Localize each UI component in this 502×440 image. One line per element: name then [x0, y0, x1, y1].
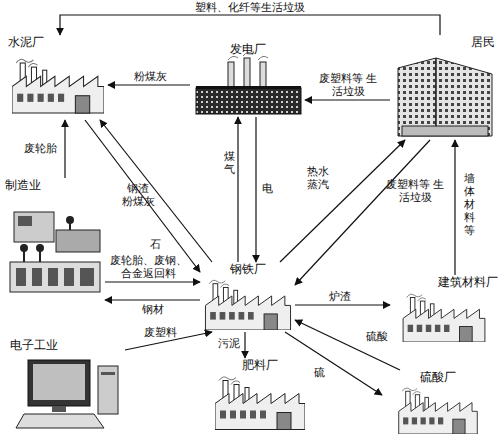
flow-label: 墙体材料等 [462, 172, 476, 237]
flow-label: 废轮胎、废钢、合金返回料 [108, 254, 188, 280]
sulfuric-acid-plant-drawing [399, 388, 478, 434]
flow-label: 硫酸 [362, 330, 392, 343]
plant-node: 制造业 [5, 178, 105, 310]
fertilizer-plant-drawing [215, 377, 305, 430]
flow-arrow [100, 120, 212, 262]
flow-arrow [108, 84, 190, 85]
flow-label: 废塑料等 生活垃圾 [385, 178, 445, 204]
plant-name: 建筑材料厂 [390, 275, 498, 290]
plant-name: 电子工业 [10, 338, 125, 353]
flow-arrow [105, 299, 200, 300]
flow-arrow [295, 320, 400, 370]
plant-name: 居民 [390, 35, 495, 50]
flow-label: 钢渣 粉煤灰 [120, 182, 156, 208]
plant-name: 肥料厂 [212, 358, 307, 373]
flow-label: 污泥 [215, 337, 243, 350]
flow-arrow [280, 140, 405, 262]
plant-name: 钢铁厂 [200, 262, 295, 277]
flow-label: 废塑料等 生活垃圾 [318, 72, 378, 98]
flow-label: 塑料、化纤等生活垃圾 [175, 1, 325, 14]
flow-arrow [244, 332, 245, 358]
flow-label: 电 [260, 182, 274, 195]
plant-name: 硫酸厂 [382, 370, 494, 385]
flow-label: 废轮胎 [20, 142, 60, 155]
flow-arrow [454, 140, 455, 275]
flow-arrow [85, 120, 200, 272]
flow-arrow [237, 117, 238, 262]
flow-arrow [105, 281, 200, 282]
plant-node: 钢铁厂 [200, 262, 295, 332]
flow-arrow [60, 15, 440, 35]
plant-node: 建筑材料厂 [390, 275, 498, 345]
residents-drawing [398, 58, 492, 136]
flow-label: 钢材 [138, 303, 168, 316]
plant-node: 水泥厂 [8, 35, 108, 120]
flow-arrow [64, 120, 65, 178]
plant-name: 水泥厂 [8, 35, 108, 50]
flow-label: 炉渣 [325, 290, 355, 303]
flow-label: 石 [148, 238, 162, 251]
flow-label: 废塑料 [140, 326, 180, 339]
cement-plant-drawing [12, 59, 104, 113]
flow-arrow [255, 117, 256, 262]
flow-arrow [295, 140, 430, 285]
flow-label: 硫 [312, 366, 326, 379]
power-plant-drawing [196, 52, 301, 114]
plant-node: 发电厂 [190, 42, 305, 117]
manufacturing-drawing [10, 212, 100, 292]
plant-name: 制造业 [5, 178, 105, 193]
plant-node: 肥料厂 [212, 358, 307, 433]
plant-node: 硫酸厂 [382, 370, 494, 435]
plant-name: 发电厂 [190, 42, 305, 57]
building-material-plant-drawing [403, 294, 485, 342]
flow-label: 热水 蒸汽 [300, 165, 335, 191]
flow-label: 煤气 [222, 150, 236, 176]
flow-arrow [295, 304, 390, 305]
flow-arrow [305, 99, 390, 100]
plant-node: 电子工业 [10, 338, 125, 433]
plant-node: 居民 [390, 35, 495, 140]
flow-label: 粉煤灰 [128, 70, 172, 83]
steel-plant-drawing [205, 280, 290, 330]
computer-drawing [16, 360, 118, 428]
